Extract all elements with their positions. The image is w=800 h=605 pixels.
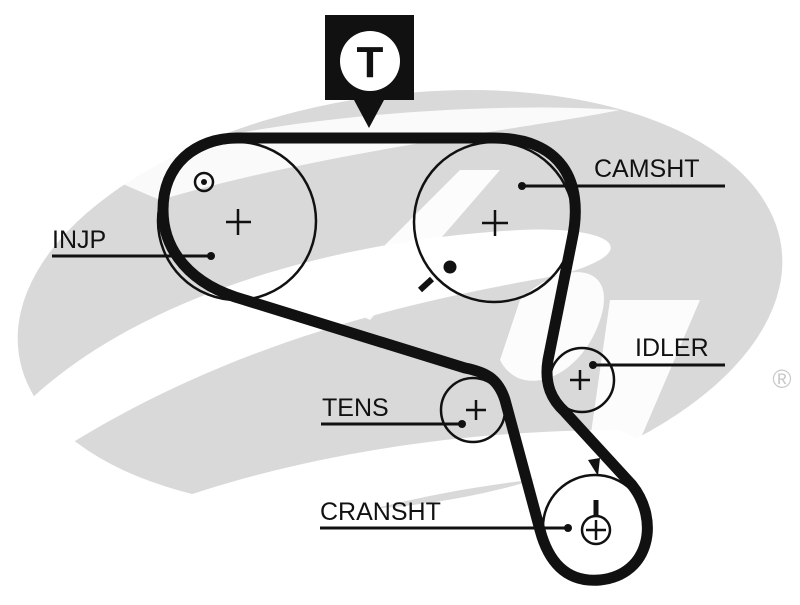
label-tens: TENS <box>322 394 389 422</box>
timing-belt <box>157 132 653 586</box>
label-camsht: CAMSHT <box>594 155 700 183</box>
injp-timing-mark-icon <box>193 171 215 193</box>
label-injp: INJP <box>52 226 106 254</box>
leader-dots <box>207 182 597 532</box>
injp-center-icon <box>226 209 251 235</box>
timing-marker-letter: T <box>357 38 384 87</box>
timing-marker-icon: T <box>325 15 414 128</box>
label-idler: IDLER <box>635 334 709 362</box>
leader-lines <box>52 184 725 530</box>
label-cransht: CRANSHT <box>320 498 441 526</box>
watermark-swoosh <box>90 107 620 200</box>
watermark-letter <box>590 300 700 440</box>
belt-direction-arrow-icon <box>588 458 600 476</box>
watermark-swoosh <box>10 229 611 470</box>
watermark-letter <box>330 170 500 320</box>
gates-watermark: ® <box>10 90 792 600</box>
center-marks <box>226 209 590 420</box>
registered-mark: ® <box>772 364 791 394</box>
idler-center-icon <box>570 370 590 390</box>
camsht-center-icon <box>482 210 508 236</box>
watermark-swoosh <box>40 430 700 600</box>
tens-center-icon <box>466 400 486 420</box>
cransht-timing-mark-icon <box>580 500 612 546</box>
camsht-timing-mark-icon <box>417 260 457 293</box>
